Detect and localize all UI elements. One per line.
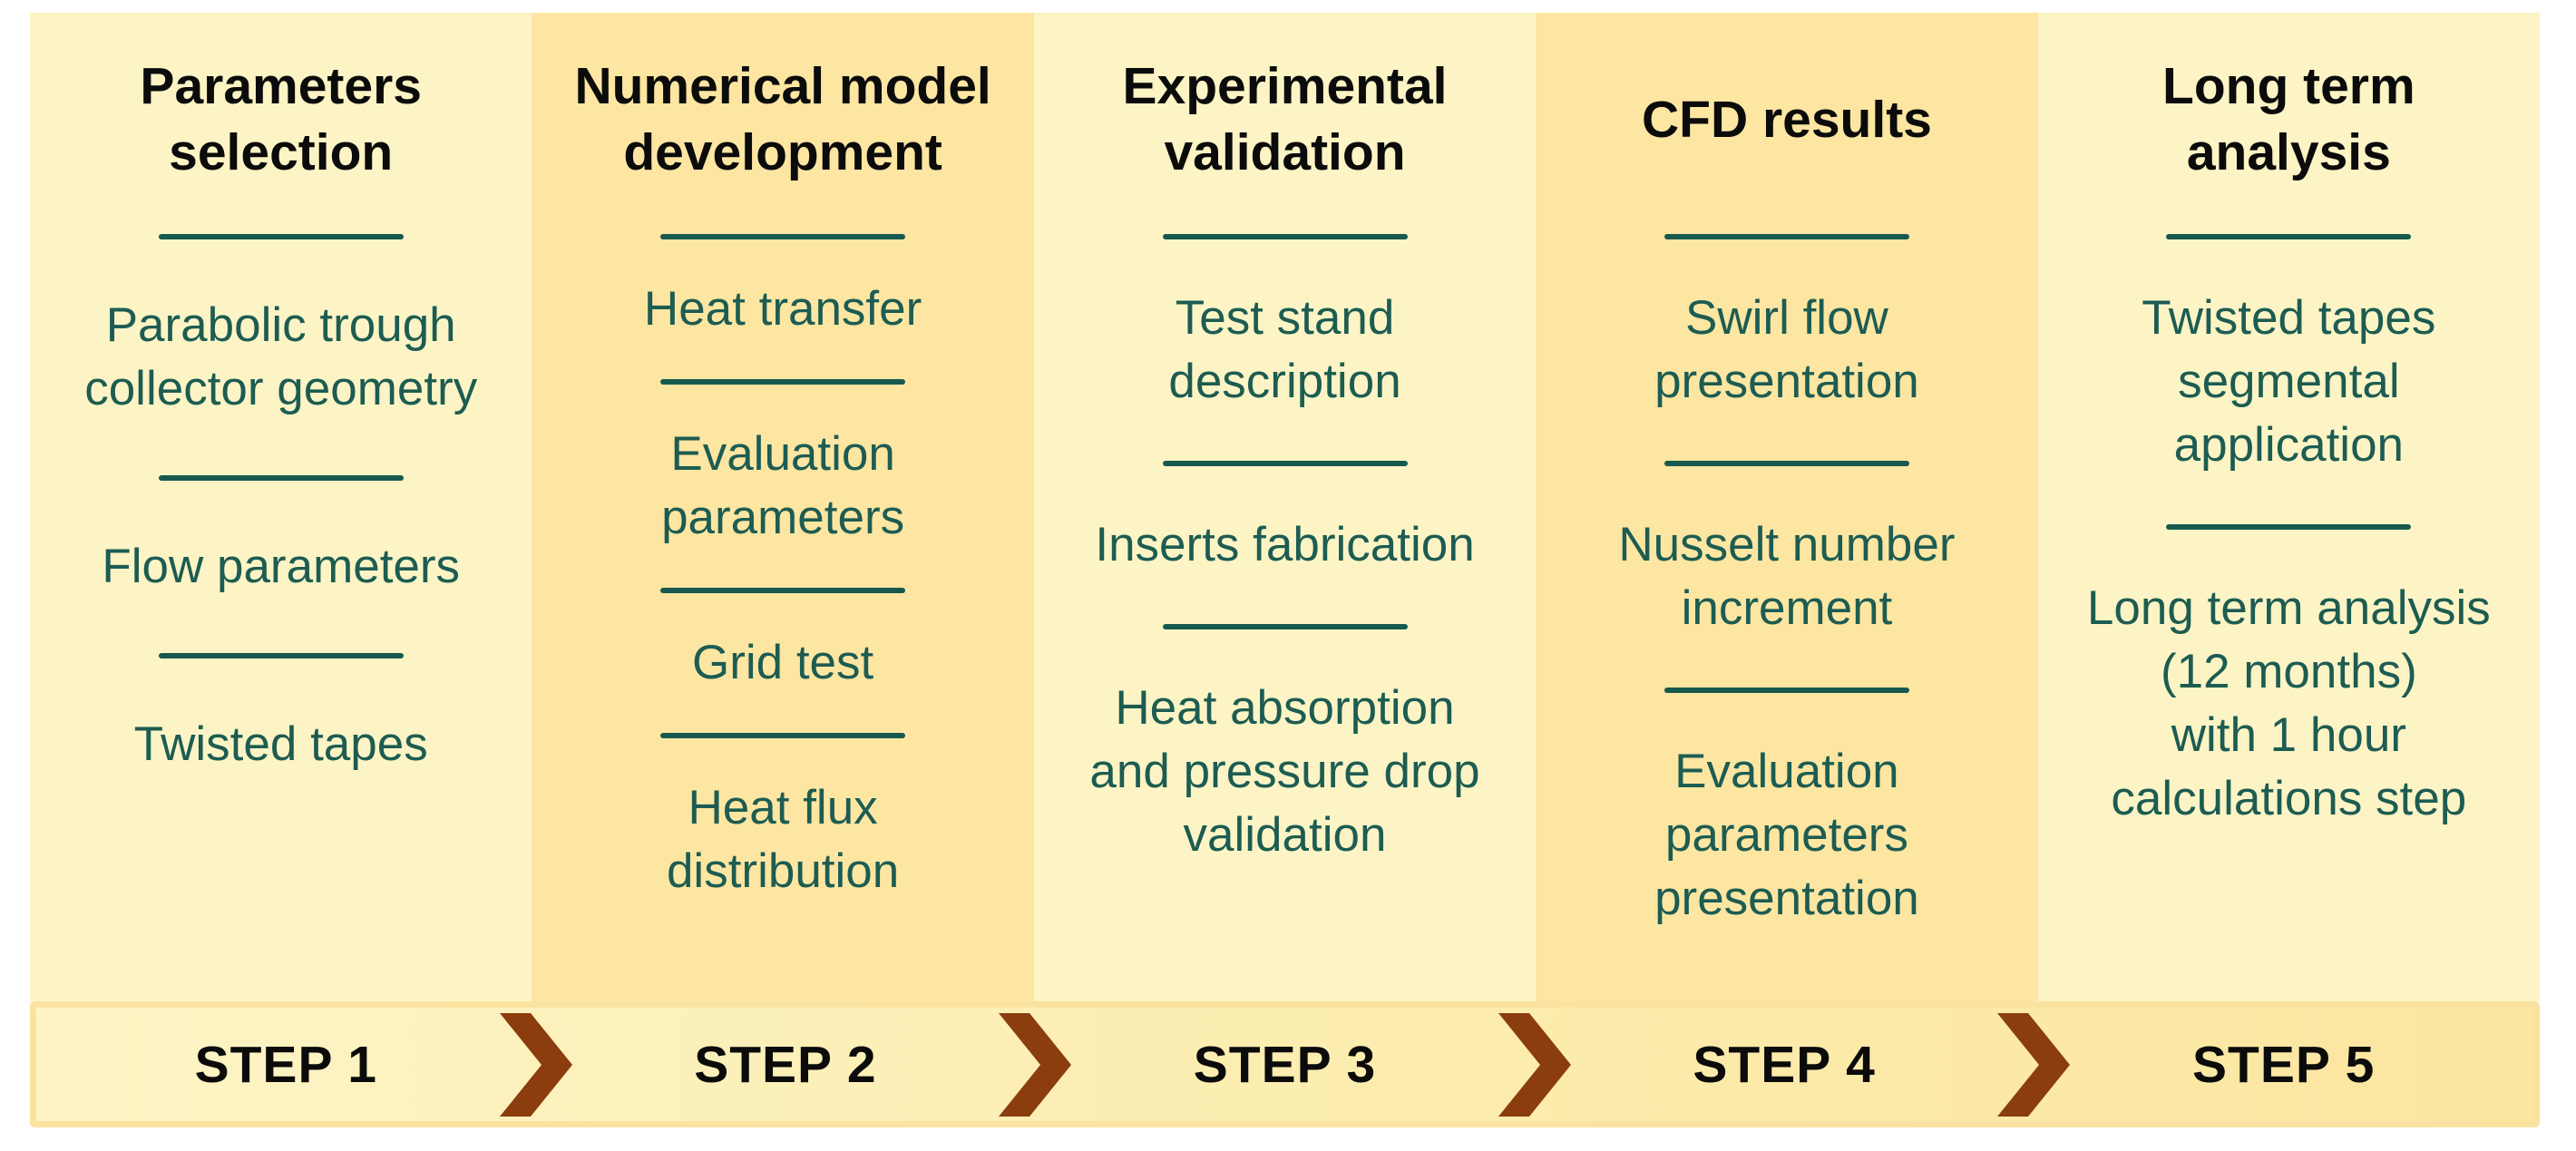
divider-line — [1162, 460, 1408, 466]
divider-line — [2166, 234, 2412, 239]
chevron-right-icon — [999, 1012, 1072, 1117]
column-item: Test stand description — [1168, 291, 1401, 408]
column-item: Twisted tapes segmental application — [2142, 291, 2436, 472]
column-title: CFD results — [1641, 90, 1932, 149]
divider-line — [158, 474, 404, 481]
steps-bar: STEP 1 STEP 2 STEP 3 STEP 4 STEP 5 — [30, 1001, 2540, 1127]
divider-line — [1664, 687, 1909, 693]
column-item: Parabolic trough collector geometry — [84, 298, 478, 415]
step-column-5: Long term analysis Twisted tapes segment… — [2037, 13, 2541, 1001]
step-label-3: STEP 3 — [1193, 1035, 1377, 1094]
column-item: Grid test — [691, 635, 874, 689]
column-item: Heat flux distribution — [666, 780, 900, 898]
divider-line — [2166, 523, 2412, 530]
column-title: Experimental validation — [1122, 57, 1448, 181]
divider-line — [660, 732, 906, 738]
divider-line — [1162, 234, 1408, 239]
chevron-right-icon — [1498, 1012, 1571, 1117]
divider-line — [1664, 460, 1909, 466]
divider-line — [158, 234, 404, 239]
step-label-1: STEP 1 — [194, 1035, 377, 1094]
divider-line — [1162, 623, 1408, 629]
chevron-right-icon — [1997, 1012, 2071, 1117]
divider-line — [660, 378, 906, 385]
divider-line — [660, 587, 906, 593]
chevron-right-icon — [499, 1012, 572, 1117]
step-label-2: STEP 2 — [694, 1035, 877, 1094]
column-item: Heat transfer — [643, 282, 922, 336]
column-title: Long term analysis — [2162, 57, 2415, 181]
divider-line — [660, 234, 906, 239]
column-item: Nusselt number increment — [1618, 517, 1956, 635]
column-item: Swirl flow presentation — [1654, 291, 1919, 408]
column-item: Evaluation parameters — [661, 426, 905, 544]
column-item: Heat absorption and pressure drop valida… — [1089, 680, 1480, 862]
column-title: Parameters selection — [140, 57, 422, 181]
columns-row: Parameters selection Parabolic trough co… — [30, 13, 2541, 1001]
column-item: Evaluation parameters presentation — [1654, 744, 1919, 925]
process-flow-diagram: Parameters selection Parabolic trough co… — [30, 13, 2541, 1127]
column-item: Flow parameters — [102, 539, 461, 593]
column-item: Inserts fabrication — [1095, 517, 1475, 571]
steps-bar-inner: STEP 1 STEP 2 STEP 3 STEP 4 STEP 5 — [36, 1008, 2533, 1121]
step-column-2: Numerical model development Heat transfe… — [532, 13, 1034, 1001]
column-item: Twisted tapes — [133, 717, 428, 771]
step-label-5: STEP 5 — [2191, 1035, 2376, 1094]
column-title: Numerical model development — [574, 57, 991, 181]
step-label-4: STEP 4 — [1693, 1035, 1876, 1094]
step-column-1: Parameters selection Parabolic trough co… — [30, 13, 532, 1001]
divider-line — [1664, 234, 1909, 239]
column-item: Long term analysis (12 months) with 1 ho… — [2086, 580, 2491, 825]
step-column-3: Experimental validation Test stand descr… — [1033, 13, 1537, 1001]
step-column-4: CFD results Swirl flow presentation Nuss… — [1536, 13, 2038, 1001]
divider-line — [158, 652, 404, 658]
